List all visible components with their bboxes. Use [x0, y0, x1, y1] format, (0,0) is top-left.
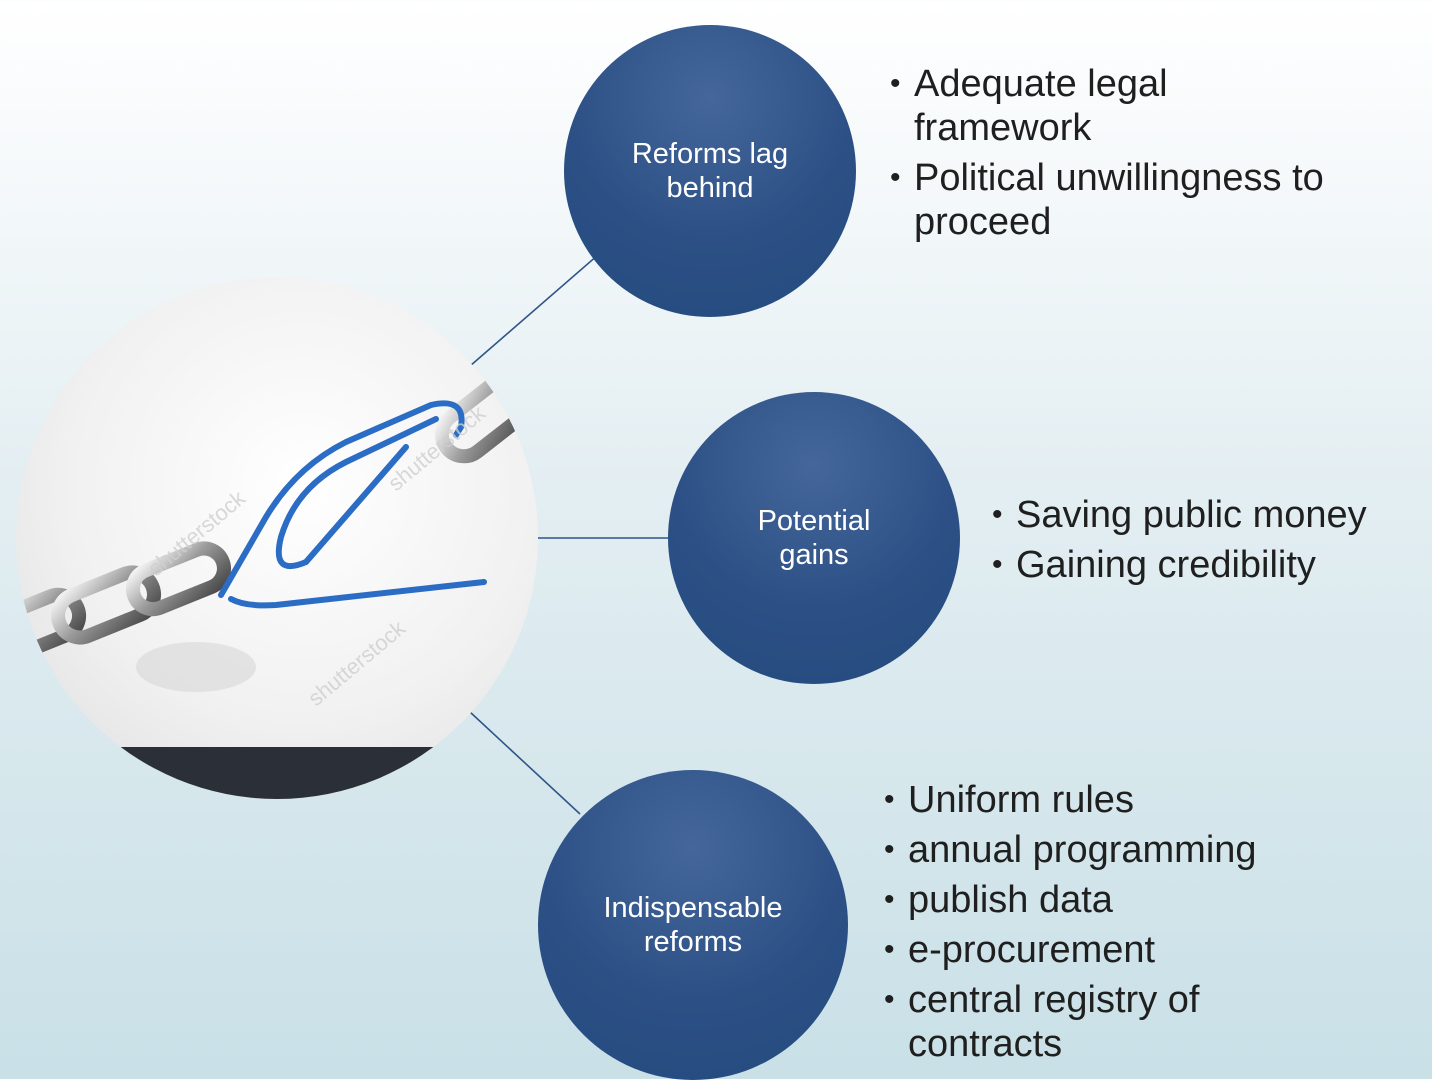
connector-bottom [469, 711, 581, 815]
chain-links-left [16, 541, 231, 664]
bullet-item: •Gaining credibility [992, 544, 1316, 586]
node-label: Reforms lag behind [631, 138, 789, 204]
bullet-item: •publish data [884, 879, 1113, 921]
bullet-item: •central registry of contracts [884, 979, 1200, 1065]
connector-top [469, 247, 607, 367]
paperclip [218, 400, 487, 609]
bullet-item: •Adequate legal framework [890, 63, 1168, 149]
bullet-item: •Uniform rules [884, 779, 1134, 821]
bullet-item: •annual programming [884, 829, 1257, 871]
node-reforms-lag-behind: Reforms lag behind [564, 25, 856, 317]
bullet-item: •e-procurement [884, 929, 1156, 971]
chain-with-paperclip-icon: shutterstock shutterstock shutterstock [16, 324, 538, 799]
node-potential-gains: Potential gains [668, 392, 960, 684]
bullet-item: •Saving public money [992, 494, 1367, 536]
node-indispensable-reforms: Indispensable reforms [538, 770, 848, 1080]
watermark-3: shutterstock [303, 615, 411, 711]
bullet-list-indispensable-reforms: •Uniform rules •annual programming •publ… [882, 778, 1332, 1072]
bullet-item: •Political unwillingness to proceed [890, 157, 1324, 243]
bullet-list-potential-gains: •Saving public money •Gaining credibilit… [990, 493, 1432, 593]
node-label: Indispensable reforms [603, 892, 783, 958]
chain-paperclip-photo: shutterstock shutterstock shutterstock [16, 277, 538, 799]
bullet-list-reforms-lag: •Adequate legal framework •Political unw… [888, 62, 1328, 250]
node-label: Potential gains [757, 505, 871, 571]
